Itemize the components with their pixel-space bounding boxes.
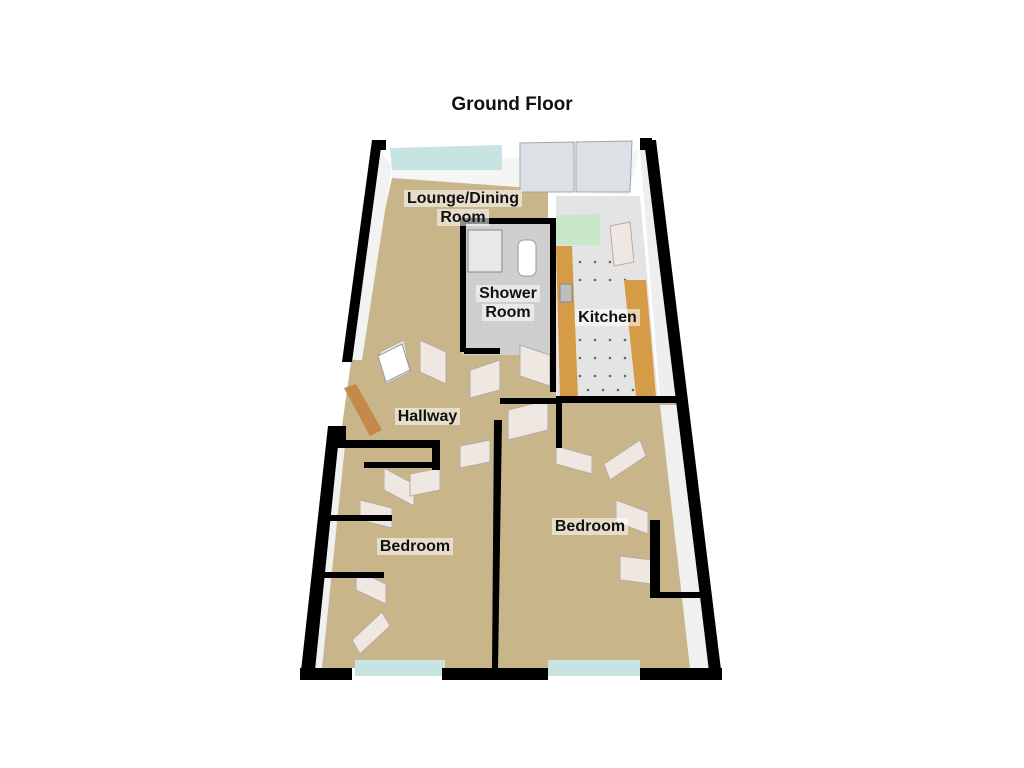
shower-door — [419, 339, 447, 385]
lounge-floor — [352, 230, 462, 355]
wall-bottom-left — [300, 668, 352, 680]
kitchen-door — [609, 221, 635, 267]
bed-right-door — [555, 445, 593, 475]
room-label-bedroom-right: Bedroom — [535, 517, 645, 536]
wall-hall-entrance — [330, 426, 346, 440]
patio-door-left — [519, 141, 575, 193]
bed-right-wardrobe-3 — [619, 555, 653, 585]
front-door — [344, 384, 382, 436]
wall-left-lounge — [342, 140, 382, 362]
room-label-bedroom-left-text: Bedroom — [376, 538, 454, 555]
bed-left-door — [459, 439, 491, 469]
kitchen-window — [556, 214, 600, 245]
patio-door-right — [575, 140, 633, 193]
radiator — [377, 343, 411, 383]
lounge-window — [390, 145, 502, 170]
wall-left-bed-outer — [300, 426, 340, 680]
room-label-hallway: Hallway — [380, 407, 475, 426]
walls — [300, 138, 722, 680]
room-label-lounge: Lounge/Dining Room — [388, 189, 538, 227]
wall-shower-right — [550, 218, 556, 392]
bed-left-wardrobe-2 — [409, 467, 441, 497]
wall-bed-right-wardrobe-bottom — [656, 592, 700, 598]
wall-shower-left — [460, 220, 466, 352]
wall-hall-bed-top — [500, 398, 556, 404]
kitchen-sink — [559, 283, 573, 303]
hall-door-1 — [469, 359, 501, 399]
bed-right-wardrobe-1 — [603, 439, 647, 481]
wall-bed-right-inner-post — [556, 400, 562, 448]
wall-bed-left-top — [334, 440, 440, 448]
wall-right-outer — [644, 140, 722, 678]
page-title: Ground Floor — [451, 94, 573, 115]
room-label-shower-line1: Shower — [476, 285, 540, 302]
wall-bed-right-wardrobe — [650, 520, 660, 598]
toilet — [517, 239, 537, 277]
room-label-bedroom-left: Bedroom — [360, 537, 470, 556]
wall-bottom-mid-left — [442, 668, 548, 680]
room-label-lounge-line2: Room — [437, 209, 489, 226]
lounge-left-wall-face — [350, 150, 392, 360]
bed-left-wardrobe-1 — [383, 467, 415, 507]
room-label-shower: Shower Room — [463, 284, 553, 322]
room-label-lounge-line1: Lounge/Dining — [404, 190, 522, 207]
wall-bed-left-inner — [364, 462, 440, 468]
wall-bottom-right — [640, 668, 722, 680]
bed-left-wardrobe-5 — [351, 611, 391, 655]
wall-kitchen-bottom — [556, 396, 680, 403]
wall-bed-left-wardrobe-a — [330, 515, 392, 521]
room-label-kitchen: Kitchen — [560, 308, 655, 327]
bed-right-wardrobe-2 — [615, 499, 649, 535]
wall-bed-left-wardrobe-b — [322, 572, 384, 578]
bed-left-wardrobe-4 — [355, 569, 387, 605]
wall-shower-bottom — [464, 348, 500, 354]
wall-bed-divider — [492, 420, 502, 668]
bedroom-left-window — [355, 660, 445, 676]
shower-tray — [467, 229, 503, 273]
room-label-shower-line2: Room — [482, 304, 534, 321]
room-label-bedroom-right-text: Bedroom — [551, 518, 629, 535]
bedroom-right-wall-face — [660, 405, 708, 668]
bedroom-right-window — [548, 660, 640, 676]
room-label-hallway-text: Hallway — [394, 408, 461, 425]
room-label-kitchen-text: Kitchen — [575, 309, 640, 326]
bedroom-right-floor — [496, 402, 712, 668]
